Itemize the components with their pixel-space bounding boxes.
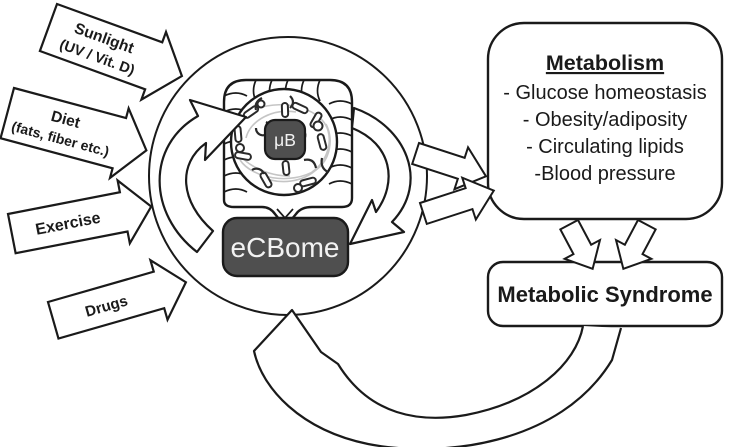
metabolism-item-1: - Glucose homeostasis xyxy=(503,82,706,104)
down-arrow-left xyxy=(558,218,602,271)
feedback-loop-outline xyxy=(252,308,623,447)
metabolism-item-2: - Obesity/adiposity xyxy=(523,109,688,131)
diet-arrow-shape xyxy=(0,86,148,181)
microbiome-badge-label: μB xyxy=(274,130,296,150)
down-arrow-right xyxy=(614,218,658,271)
sunlight-arrow-shape xyxy=(38,2,184,103)
drugs-arrow: Drugs xyxy=(46,257,188,340)
metabolism-item-4: -Blood pressure xyxy=(534,163,675,185)
cycle-arrows xyxy=(158,98,412,254)
cycle-arrow-right xyxy=(348,106,412,246)
syndrome-box xyxy=(486,260,724,328)
cycle-arrow-left xyxy=(158,98,248,254)
feedback-loop-arrow xyxy=(252,308,623,447)
diet-arrow: Diet (fats, fiber etc.) xyxy=(0,86,148,181)
exercise-arrow: Exercise xyxy=(6,177,153,255)
metabolism-item-3: - Circulating lipids xyxy=(526,136,684,158)
ecbome-box xyxy=(221,216,350,278)
metabolism-title: Metabolism xyxy=(546,51,664,75)
bacteria-cocci xyxy=(235,99,324,193)
hub-to-metabolism-arrows xyxy=(410,141,496,226)
metabolism-to-syndrome-arrows xyxy=(558,218,658,271)
drugs-arrow-shape xyxy=(46,257,188,340)
microbiome-badge xyxy=(263,118,307,161)
feedback-loop-fill xyxy=(254,310,621,447)
exercise-arrow-shape xyxy=(6,177,153,255)
syndrome-label: Metabolic Syndrome xyxy=(497,282,712,307)
metabolism-box xyxy=(486,21,724,221)
ecbome-label: eCBome xyxy=(231,232,340,263)
connector-arrow-bottom xyxy=(418,175,496,226)
sunlight-arrow: Sunlight (UV / Vit. D) xyxy=(38,2,184,103)
